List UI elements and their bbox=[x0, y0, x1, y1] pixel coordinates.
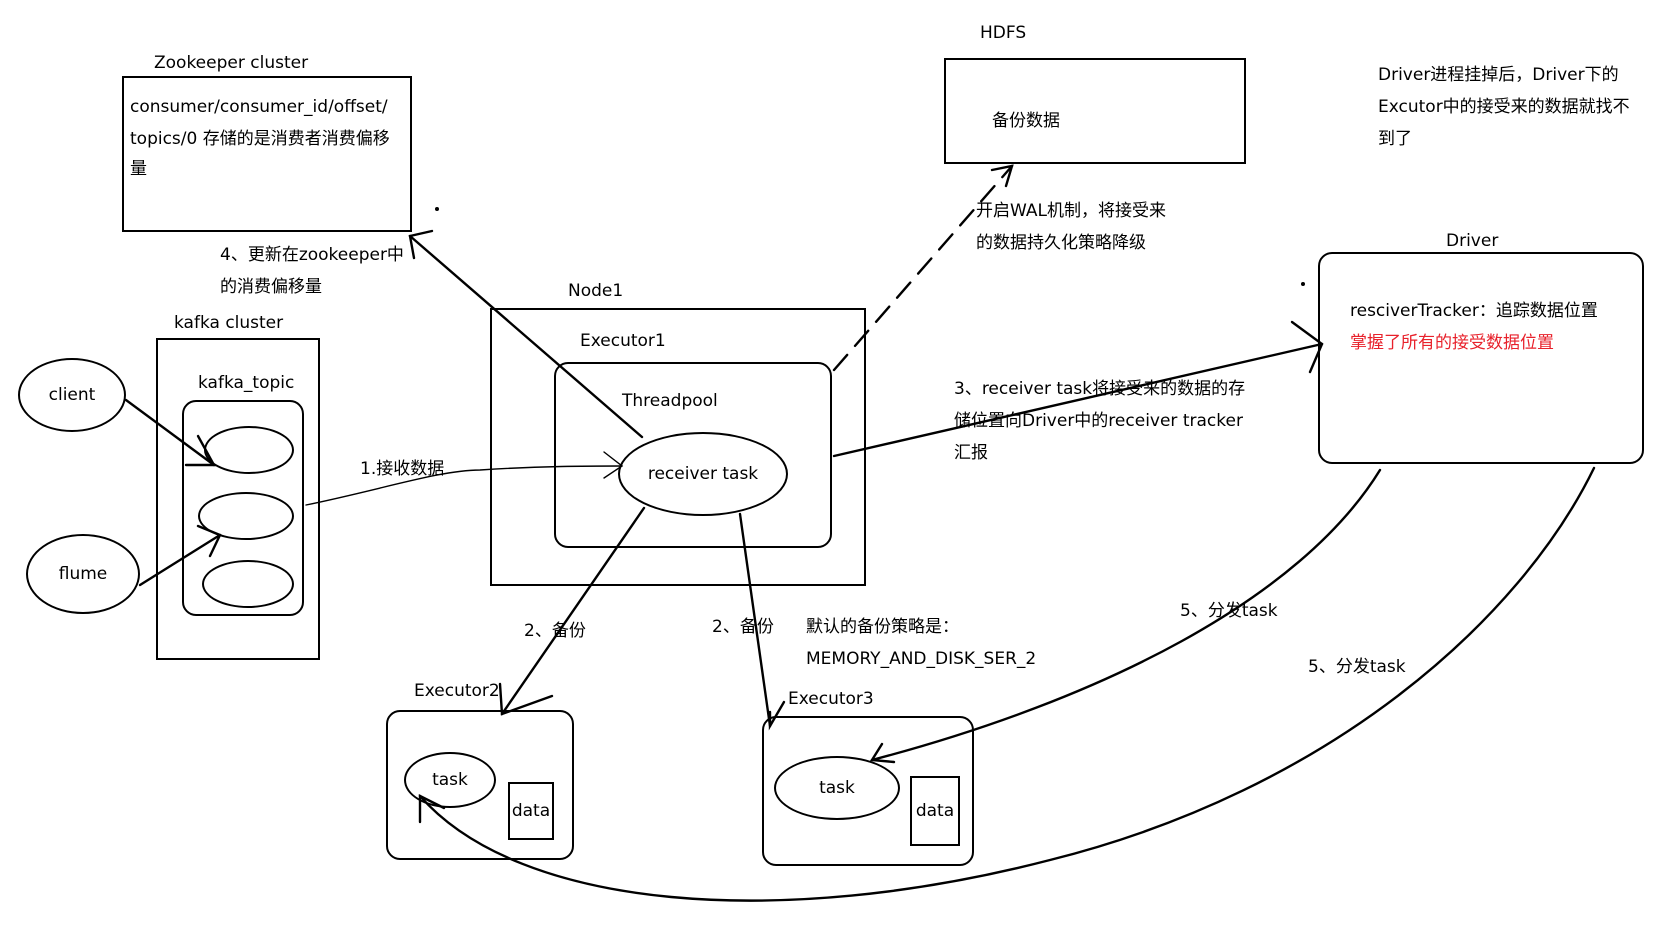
executor2-data: data bbox=[508, 782, 554, 840]
arrow-backup-executor3 bbox=[738, 512, 772, 728]
backup-left-label: 2、备份 bbox=[524, 621, 586, 641]
update-line2: 的消费偏移量 bbox=[220, 277, 322, 297]
arrowhead-wal-hdfs bbox=[990, 164, 1014, 188]
receive-data-label: 1.接收数据 bbox=[360, 459, 445, 479]
zookeeper-line1: consumer/consumer_id/offset/ bbox=[130, 97, 388, 117]
hdfs-title: HDFS bbox=[980, 23, 1027, 43]
arrow-flume-topic bbox=[138, 533, 222, 587]
kafka-partition-1 bbox=[204, 426, 294, 474]
zookeeper-box: consumer/consumer_id/offset/ topics/0 存储… bbox=[122, 76, 412, 232]
kafka-box bbox=[156, 338, 320, 660]
executor1-title: Executor1 bbox=[580, 331, 666, 351]
report-line3: 汇报 bbox=[954, 443, 988, 463]
dispatch-label-1: 5、分发task bbox=[1180, 601, 1278, 621]
arrow-wal-hdfs bbox=[832, 164, 1014, 372]
arrow-receive-data bbox=[305, 465, 623, 506]
arrow-dispatch-executor2 bbox=[418, 466, 1596, 902]
update-line1: 4、更新在zookeeper中 bbox=[220, 245, 404, 265]
node1-title: Node1 bbox=[568, 281, 624, 301]
executor3-box bbox=[762, 716, 974, 866]
executor3-data: data bbox=[910, 776, 960, 846]
executor3-title: Executor3 bbox=[788, 689, 874, 709]
zookeeper-title: Zookeeper cluster bbox=[154, 53, 309, 73]
hdfs-content: 备份数据 bbox=[992, 111, 1060, 131]
driver-box: resciverTracker：追踪数据位置 掌握了所有的接受数据位置 bbox=[1318, 252, 1644, 464]
threadpool-label: Threadpool bbox=[622, 391, 718, 411]
report-line2: 储位置向Driver中的receiver tracker bbox=[954, 411, 1243, 431]
tracker-line2: 掌握了所有的接受数据位置 bbox=[1350, 333, 1554, 353]
stray-dot-2 bbox=[1301, 282, 1305, 286]
node1-box bbox=[490, 308, 866, 586]
report-line1: 3、receiver task将接受来的数据的存 bbox=[954, 379, 1246, 399]
zookeeper-line3: 量 bbox=[130, 159, 147, 179]
arrow-dispatch-executor3 bbox=[870, 468, 1382, 762]
arrow-client-topic bbox=[124, 398, 216, 467]
kafka-topic-box bbox=[182, 400, 304, 616]
executor1-box bbox=[554, 362, 832, 548]
wal-line2: 的数据持久化策略降级 bbox=[976, 233, 1146, 253]
backup-right-label: 2、备份 bbox=[712, 617, 774, 637]
stray-dot-1 bbox=[435, 207, 439, 211]
driver-note-line3: 到了 bbox=[1378, 129, 1412, 149]
hdfs-box: 备份数据 bbox=[944, 58, 1246, 164]
strategy-line1: 默认的备份策略是： bbox=[806, 617, 959, 637]
arrowhead-update-zookeeper bbox=[408, 229, 434, 260]
kafka-partition-2 bbox=[198, 492, 294, 540]
arrowhead-report-driver bbox=[1290, 320, 1324, 374]
kafka-partition-3 bbox=[202, 560, 294, 608]
tracker-line1: resciverTracker：追踪数据位置 bbox=[1350, 301, 1598, 321]
arrow-update-zookeeper bbox=[408, 234, 644, 439]
strategy-line2: MEMORY_AND_DISK_SER_2 bbox=[806, 649, 1037, 669]
kafka-title: kafka cluster bbox=[174, 313, 284, 333]
dispatch-label-2: 5、分发task bbox=[1308, 657, 1406, 677]
executor2-title: Executor2 bbox=[414, 681, 500, 701]
driver-title: Driver bbox=[1446, 231, 1499, 251]
driver-note-line2: Excutor中的接受来的数据就找不 bbox=[1378, 97, 1630, 117]
kafka-topic-label: kafka_topic bbox=[198, 373, 295, 393]
arrow-report-driver bbox=[832, 342, 1324, 458]
wal-line1: 开启WAL机制，将接受来 bbox=[976, 201, 1166, 221]
driver-note-line1: Driver进程挂掉后，Driver下的 bbox=[1378, 65, 1619, 85]
zookeeper-line2: topics/0 存储的是消费者消费偏移 bbox=[130, 129, 390, 149]
arrowhead-backup-executor2 bbox=[498, 682, 554, 716]
executor2-task: task bbox=[404, 752, 496, 808]
executor2-box bbox=[386, 710, 574, 860]
client-node: client bbox=[18, 358, 126, 432]
arrowhead-dispatch-executor3 bbox=[869, 742, 896, 764]
flume-node: flume bbox=[26, 534, 140, 614]
executor3-task: task bbox=[774, 756, 900, 820]
receiver-task-node: receiver task bbox=[618, 432, 788, 516]
arrow-backup-executor2 bbox=[500, 506, 646, 716]
